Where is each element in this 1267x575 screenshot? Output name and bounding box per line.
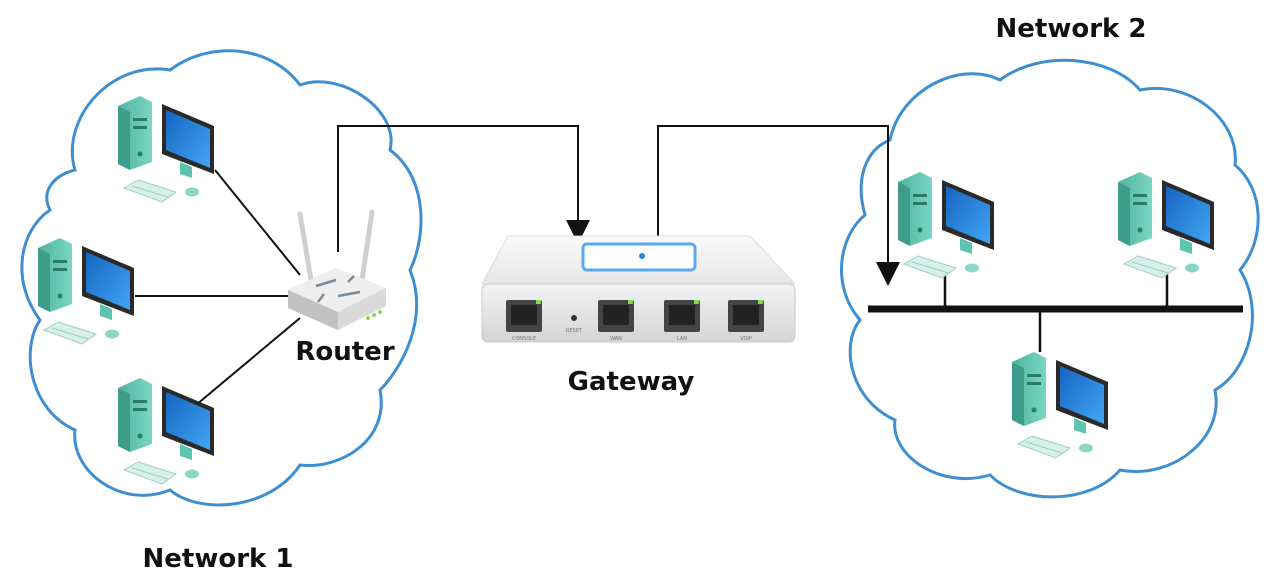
- gateway-to-network2-arrow: [657, 125, 900, 286]
- lan-port-label: LAN: [677, 336, 687, 342]
- wan-port: [598, 300, 634, 332]
- router-label: Router: [295, 337, 394, 367]
- network-2-cloud: [840, 58, 1260, 499]
- router-to-gateway-arrow: [337, 125, 590, 250]
- console-port: [506, 300, 542, 332]
- network-2-label: Network 2: [996, 14, 1147, 44]
- reset-button: [571, 315, 577, 321]
- lan-port: [664, 300, 700, 332]
- gateway-device-icon: CONSOLE RESET WAN LAN VOIP: [481, 235, 797, 343]
- voip-port-label: VOIP: [740, 336, 752, 342]
- wan-port-label: WAN: [610, 336, 622, 342]
- wireless-router-icon: [288, 209, 386, 330]
- network-1-label: Network 1: [143, 544, 294, 574]
- gateway-label: Gateway: [568, 367, 695, 397]
- voip-port: [728, 300, 764, 332]
- console-port-label: CONSOLE: [512, 336, 536, 342]
- reset-label: RESET: [566, 328, 583, 334]
- link-pc3-router: [189, 317, 301, 411]
- link-pc1-router: [214, 169, 301, 276]
